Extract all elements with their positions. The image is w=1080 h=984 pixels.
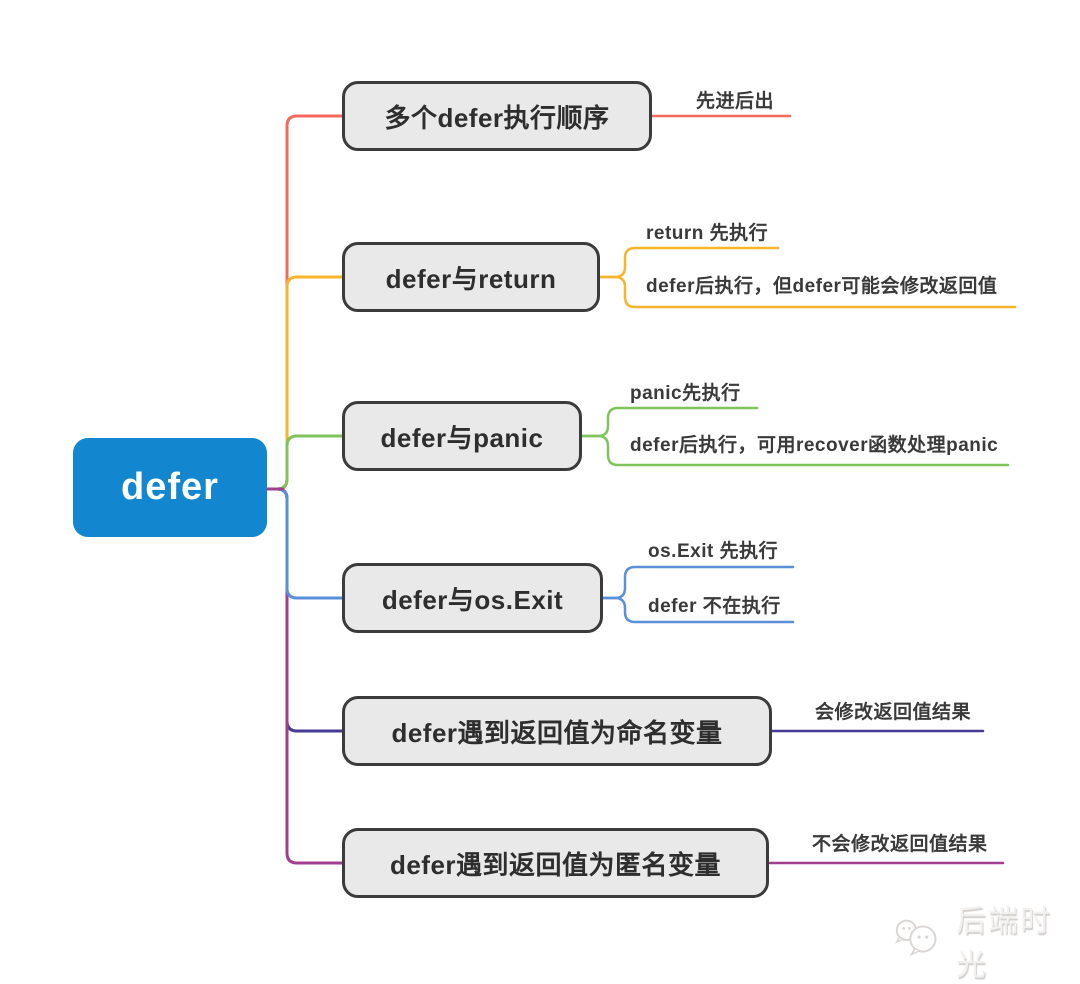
branch-4-connector [265, 487, 344, 600]
watermark: 后端时光 [890, 896, 1080, 984]
topic-defer-return[interactable]: defer与return [342, 242, 600, 312]
branch-1-connector [265, 114, 344, 491]
leaf-2-2-line [598, 275, 1017, 309]
leaf-4-2-line [601, 596, 795, 624]
leaf-panic-first[interactable]: panic先执行 [630, 383, 741, 404]
leaf-fifo[interactable]: 先进后出 [696, 91, 775, 112]
leaf-modifies-return[interactable]: 会修改返回值结果 [815, 702, 972, 723]
branch-6-connector [265, 487, 344, 865]
leaf-defer-not-run[interactable]: defer 不在执行 [648, 596, 781, 617]
watermark-text: 后端时光 [956, 905, 1053, 982]
topic-defer-exec-order[interactable]: 多个defer执行顺序 [342, 81, 652, 151]
topic-defer-osexit[interactable]: defer与os.Exit [342, 563, 603, 633]
topic-defer-anon-return[interactable]: defer遇到返回值为匿名变量 [342, 828, 769, 898]
leaf-return-first[interactable]: return 先执行 [646, 223, 769, 244]
leaf-defer-after-return[interactable]: defer后执行，但defer可能会修改返回值 [646, 276, 998, 297]
wechat-icon [894, 919, 937, 957]
branch-5-connector [265, 487, 344, 733]
topic-defer-panic[interactable]: defer与panic [342, 401, 582, 471]
branch-3-connector [265, 434, 344, 491]
branch-2-connector [265, 275, 344, 491]
root-node-defer[interactable]: defer [73, 438, 267, 537]
leaf-not-modifies-return[interactable]: 不会修改返回值结果 [812, 834, 988, 855]
topic-defer-named-return[interactable]: defer遇到返回值为命名变量 [342, 696, 772, 766]
leaf-osexit-first[interactable]: os.Exit 先执行 [648, 541, 779, 562]
leaf-3-2-line [580, 434, 1010, 467]
leaf-defer-after-panic[interactable]: defer后执行，可用recover函数处理panic [630, 435, 999, 456]
